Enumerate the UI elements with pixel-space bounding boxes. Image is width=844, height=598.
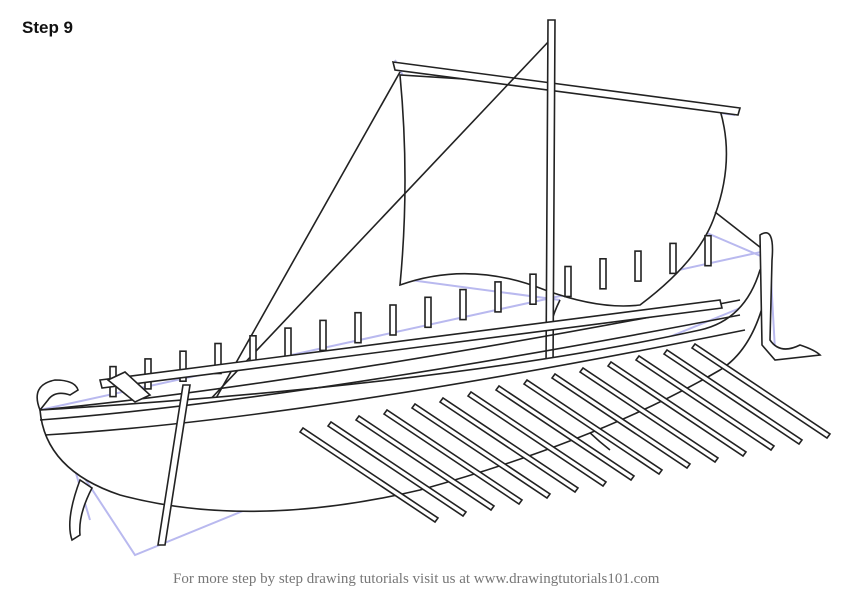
oar <box>382 408 524 506</box>
rail-post <box>599 257 607 290</box>
oar <box>298 426 440 524</box>
rail-post <box>424 296 432 329</box>
rail-post <box>669 242 677 275</box>
steering-oar <box>106 371 191 546</box>
railing <box>99 234 723 398</box>
rail-beam <box>99 299 723 389</box>
oar <box>634 354 776 452</box>
rail-post <box>319 319 327 352</box>
rail-post <box>179 350 187 383</box>
oar <box>690 342 832 440</box>
hull <box>36 232 822 542</box>
oar <box>550 372 692 470</box>
step-title: Step 9 <box>22 18 74 37</box>
oar <box>662 348 804 446</box>
yard-arm <box>391 61 742 116</box>
oar <box>578 366 720 464</box>
rail-post <box>354 311 362 344</box>
oar <box>326 420 468 518</box>
oar <box>522 378 664 476</box>
rail-post <box>564 265 572 298</box>
rail-post <box>634 250 642 282</box>
oar <box>606 360 748 458</box>
footer-credit: For more step by step drawing tutorials … <box>173 571 660 587</box>
oar <box>410 402 552 500</box>
sail <box>391 61 742 307</box>
mast <box>545 19 556 371</box>
rail-post <box>494 281 502 313</box>
rail-post <box>459 288 467 321</box>
oar <box>466 390 608 488</box>
rail-post <box>704 234 712 267</box>
stern-ornament <box>759 232 822 361</box>
oar <box>438 396 580 494</box>
bow-ornament <box>36 379 79 412</box>
rail-post <box>529 273 537 306</box>
rail-post <box>389 304 397 336</box>
ram <box>69 478 94 542</box>
oar <box>354 414 496 512</box>
oars <box>298 342 832 524</box>
oar <box>494 384 636 482</box>
rail-post <box>284 327 292 359</box>
